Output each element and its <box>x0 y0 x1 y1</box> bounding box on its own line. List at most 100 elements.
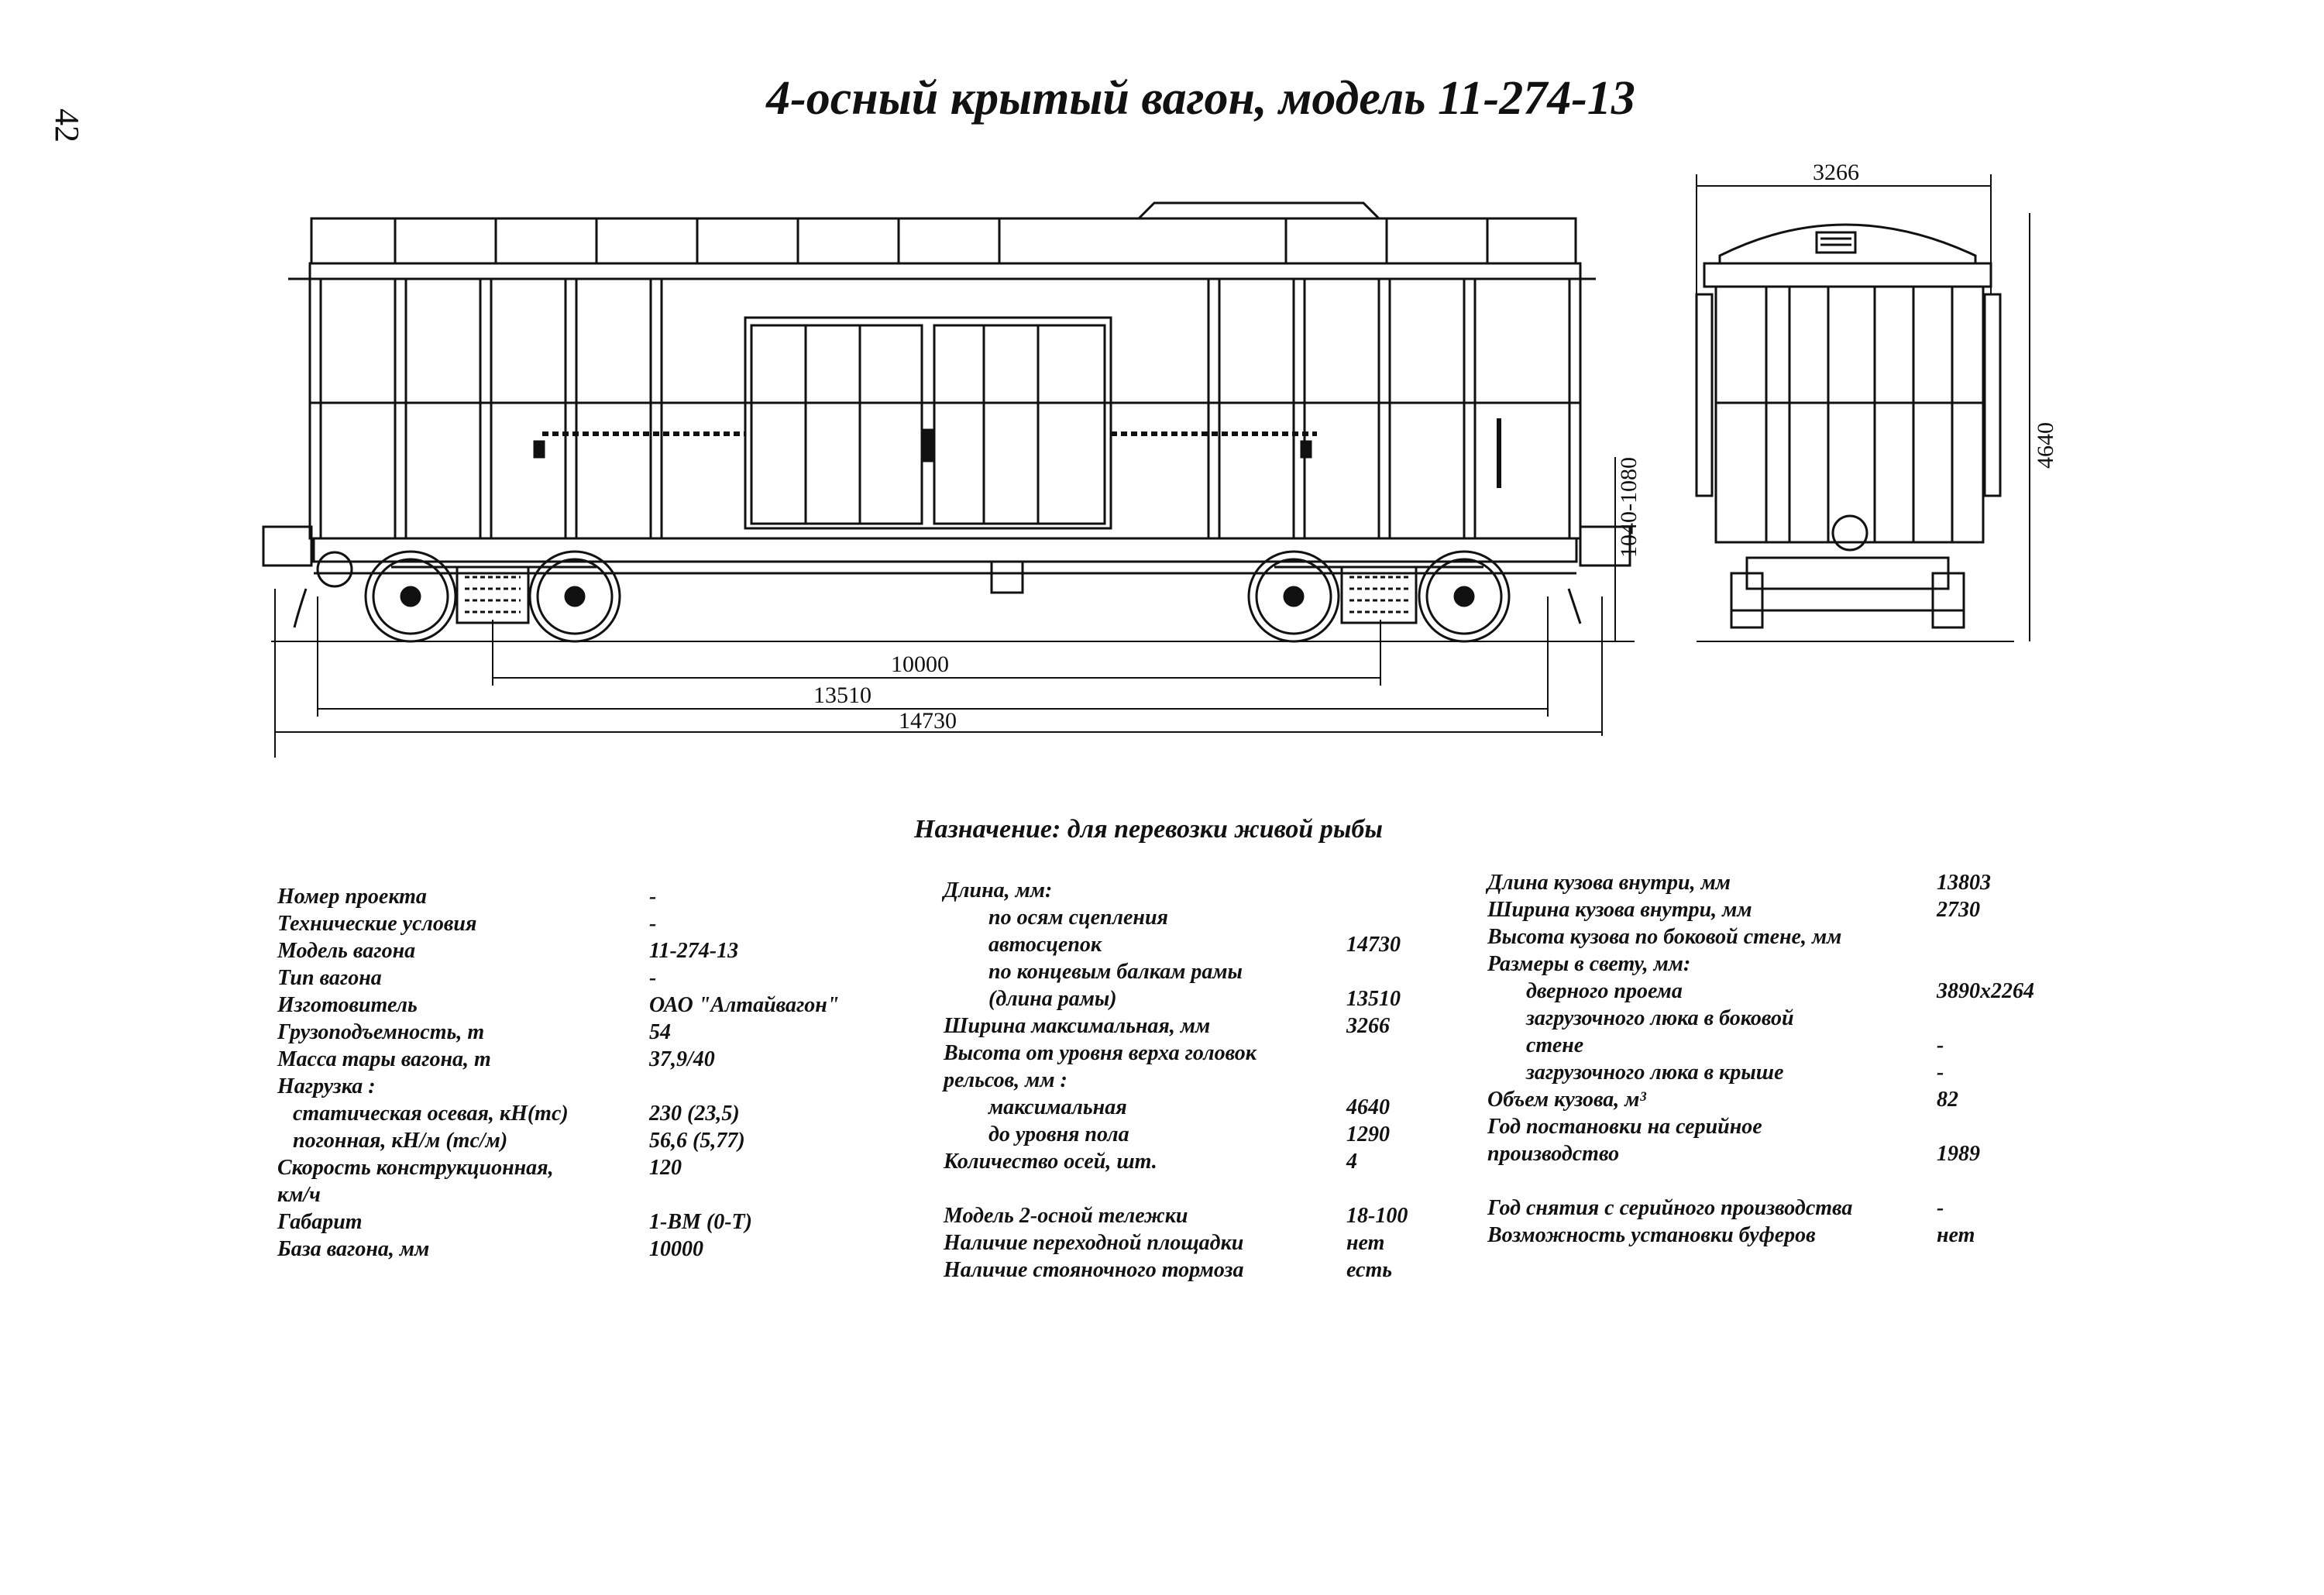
spec-label: Возможность установки буферов <box>1487 1223 1816 1247</box>
dim-height: 4640 <box>2033 422 2058 469</box>
spec-value: 82 <box>1937 1088 1958 1112</box>
bogie-right <box>1247 550 1511 643</box>
spec-value: - <box>1937 1060 1944 1085</box>
spec-label: дверного проема <box>1526 979 1683 1003</box>
spec-row: загрузочного люка в крыше - <box>1487 1059 2076 1086</box>
spec-value: 14730 <box>1346 933 1401 957</box>
spec-value: есть <box>1346 1258 1393 1282</box>
spec-label: автосцепок <box>988 933 1102 957</box>
spec-value: 18-100 <box>1346 1204 1408 1228</box>
underframe <box>312 537 1578 563</box>
spec-row: (длина рамы)13510 <box>944 985 1439 1012</box>
spec-label: статическая осевая, кН(тс) <box>293 1102 569 1126</box>
spec-value: 3890x2264 <box>1937 979 2034 1003</box>
spec-value: - <box>1937 1196 1944 1220</box>
dim-total-length: 14730 <box>899 708 957 734</box>
dim-frame-length: 13510 <box>813 682 871 708</box>
spec-label: максимальная <box>988 1095 1127 1119</box>
coupler-left <box>262 525 313 567</box>
spec-label: Год постановки на серийное <box>1487 1115 1762 1139</box>
spec-label: загрузочного люка в крыше <box>1526 1060 1784 1085</box>
spec-label: Количество осей, шт. <box>944 1150 1157 1174</box>
spec-row: рельсов, мм : <box>944 1067 1439 1094</box>
page-title-text: 4-осный крытый вагон, модель 11-274-13 <box>766 72 1635 125</box>
spec-label: Скорость конструкционная, <box>277 1156 554 1180</box>
spec-label: Высота от уровня верха головок <box>944 1041 1257 1065</box>
spec-label: Тип вагона <box>277 966 382 990</box>
spec-row: стене- <box>1487 1032 2076 1059</box>
spec-label: Габарит <box>277 1210 363 1234</box>
spec-label: до уровня пола <box>988 1122 1129 1146</box>
spec-value: 3266 <box>1346 1014 1390 1038</box>
spec-row: Скорость конструкционная, 120 <box>277 1154 758 1181</box>
spec-row: максимальная 4640 <box>944 1094 1439 1121</box>
spec-row: Тип вагона- <box>277 964 758 992</box>
dim-base: 10000 <box>891 651 949 677</box>
spec-value: 10000 <box>649 1237 703 1261</box>
spec-row: Номер проекта - <box>277 883 758 910</box>
spec-row: Год постановки на серийное <box>1487 1113 2076 1140</box>
spec-label: Длина, мм: <box>944 878 1053 902</box>
roof-hatch <box>1137 201 1380 220</box>
spec-label: Ширина максимальная, мм <box>944 1014 1211 1038</box>
spec-label: Размеры в свету, мм: <box>1487 952 1691 976</box>
spec-label: Год снятия с серийного производства <box>1487 1196 1853 1220</box>
spec-label: Изготовитель <box>277 993 418 1017</box>
page-title: 4-осный крытый вагон, модель 11-274-13 <box>0 71 2324 126</box>
spec-value: ОАО "Алтайвагон" <box>649 993 840 1017</box>
spec-label: погонная, кН/м (тс/м) <box>293 1129 508 1153</box>
spec-value: нет <box>1346 1231 1385 1255</box>
spec-label: База вагона, мм <box>277 1237 430 1261</box>
spec-row: Объем кузова, м³ 82 <box>1487 1086 2076 1113</box>
spec-label: Номер проекта <box>277 885 427 909</box>
spec-row: Ширина максимальная, мм 3266 <box>944 1012 1439 1040</box>
spec-row: Нагрузка : <box>277 1073 758 1100</box>
spec-label: рельсов, мм : <box>944 1068 1067 1092</box>
coupler-right <box>1579 525 1631 567</box>
spec-label: км/ч <box>277 1183 321 1207</box>
spec-label: Наличие стояночного тормоза <box>944 1258 1244 1282</box>
spec-row: по осям сцепления <box>944 904 1439 931</box>
spec-row: Длина, мм: <box>944 877 1439 904</box>
spec-value: 54 <box>649 1020 671 1044</box>
spec-row: статическая осевая, кН(тс) 230 (23,5) <box>277 1100 758 1127</box>
spec-label: Масса тары вагона, т <box>277 1047 491 1071</box>
spec-row: База вагона, мм 10000 <box>277 1236 758 1263</box>
spec-value: 4640 <box>1346 1095 1390 1119</box>
spec-row: Модель вагона 11-274-13 <box>277 937 758 964</box>
side-view <box>262 201 1635 643</box>
spec-label: Технические условия <box>277 912 477 936</box>
spec-value: 4 <box>1346 1150 1357 1174</box>
spec-row: Год снятия с серийного производства - <box>1487 1195 2076 1222</box>
spec-label: Объем кузова, м³ <box>1487 1088 1646 1112</box>
spec-value: 230 (23,5) <box>649 1102 740 1126</box>
dim-floor-height: 1040-1080 <box>1616 457 1642 558</box>
spec-row: Количество осей, шт. 4 <box>944 1148 1439 1175</box>
spec-value: 11-274-13 <box>649 939 739 963</box>
spec-row: Высота от уровня верха головок <box>944 1040 1439 1067</box>
spec-value: 1-ВМ (0-Т) <box>649 1210 752 1234</box>
end-view <box>1695 174 2030 642</box>
spec-row: Размеры в свету, мм: <box>1487 950 2076 978</box>
spec-value: 120 <box>649 1156 682 1180</box>
dimension-lines <box>274 457 1616 758</box>
spec-value: 2730 <box>1937 898 1980 922</box>
spec-value: - <box>1937 1033 1944 1057</box>
purpose-line: Назначение: для перевозки живой рыбы <box>914 815 1383 844</box>
spec-row: Наличие стояночного тормоза есть <box>944 1256 1439 1284</box>
spec-value: - <box>649 912 657 936</box>
spec-label: Модель вагона <box>277 939 416 963</box>
spec-value: - <box>649 885 657 909</box>
spec-row: Изготовитель ОАО "Алтайвагон" <box>277 992 839 1019</box>
spec-row: по концевым балкам рамы <box>944 958 1439 985</box>
spec-value: 13510 <box>1346 987 1401 1011</box>
spec-label: по концевым балкам рамы <box>988 960 1243 984</box>
